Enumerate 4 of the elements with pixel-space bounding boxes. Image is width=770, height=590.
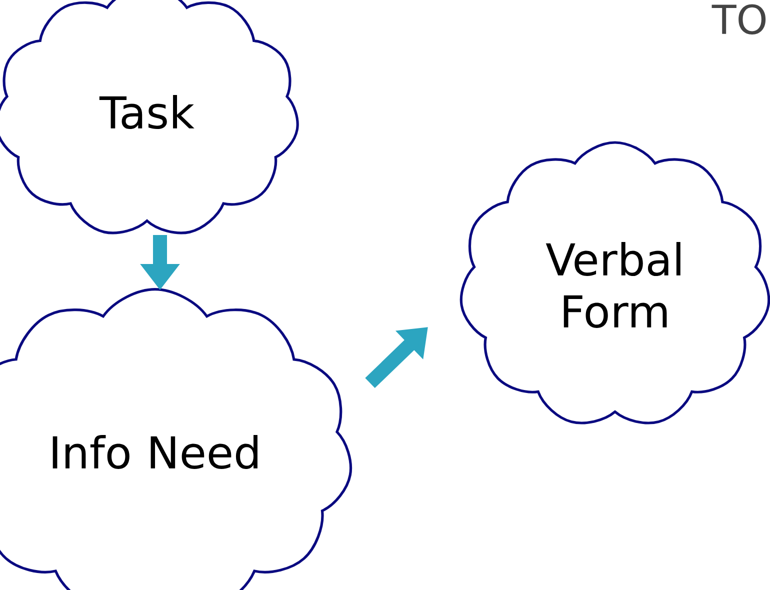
cloud: Verbal Form	[460, 141, 770, 424]
cloud: Task	[0, 0, 299, 234]
cloud: Info Need	[0, 288, 352, 590]
heading-fragment: TO	[712, 4, 766, 34]
